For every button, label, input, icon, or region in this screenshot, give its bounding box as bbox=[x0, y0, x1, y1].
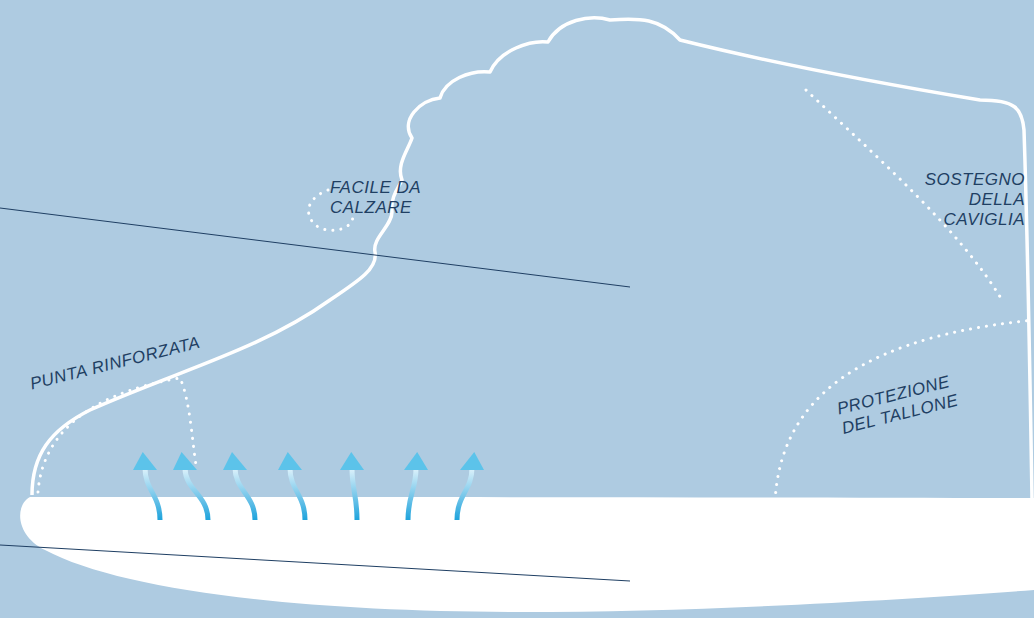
airflow-arrow bbox=[235, 468, 255, 520]
leader-line bbox=[0, 545, 630, 581]
arrow-head bbox=[223, 452, 247, 470]
arrow-head bbox=[404, 452, 428, 470]
vent-hole bbox=[255, 521, 267, 526]
callout-label: PUNTA RINFORZATA bbox=[28, 317, 266, 394]
arrow-head bbox=[340, 452, 364, 470]
arrow-head bbox=[278, 452, 302, 470]
vent-hole bbox=[357, 521, 369, 526]
airflow-arrow bbox=[457, 468, 472, 520]
shoe-upper bbox=[32, 18, 1032, 498]
vent-hole bbox=[455, 521, 467, 526]
airflow-arrow bbox=[185, 468, 208, 520]
arrow-head bbox=[460, 452, 484, 470]
callout-label: FACILE DA CALZARE bbox=[330, 178, 460, 218]
vent-hole bbox=[112, 510, 124, 515]
dotted-guide bbox=[38, 378, 196, 492]
vent-hole bbox=[408, 521, 420, 526]
arrow-head bbox=[173, 452, 197, 470]
airflow-arrow bbox=[352, 468, 357, 520]
vent-hole bbox=[122, 521, 134, 526]
leader-line bbox=[0, 208, 630, 287]
dotted-guide bbox=[775, 320, 1034, 525]
vent-hole bbox=[207, 521, 219, 526]
callout-label: PROTEZIONE DEL TALLONE bbox=[835, 369, 971, 439]
vent-hole bbox=[160, 521, 172, 526]
callout-label: SOSTEGNO DELLA CAVIGLIA bbox=[905, 170, 1025, 230]
arrow-head bbox=[133, 452, 157, 470]
airflow-arrow bbox=[290, 468, 305, 520]
vent-hole bbox=[305, 521, 317, 526]
airflow-arrow bbox=[145, 468, 160, 520]
airflow-arrow bbox=[408, 468, 416, 520]
vent-holes bbox=[112, 510, 467, 526]
airflow-arrows bbox=[133, 452, 484, 520]
